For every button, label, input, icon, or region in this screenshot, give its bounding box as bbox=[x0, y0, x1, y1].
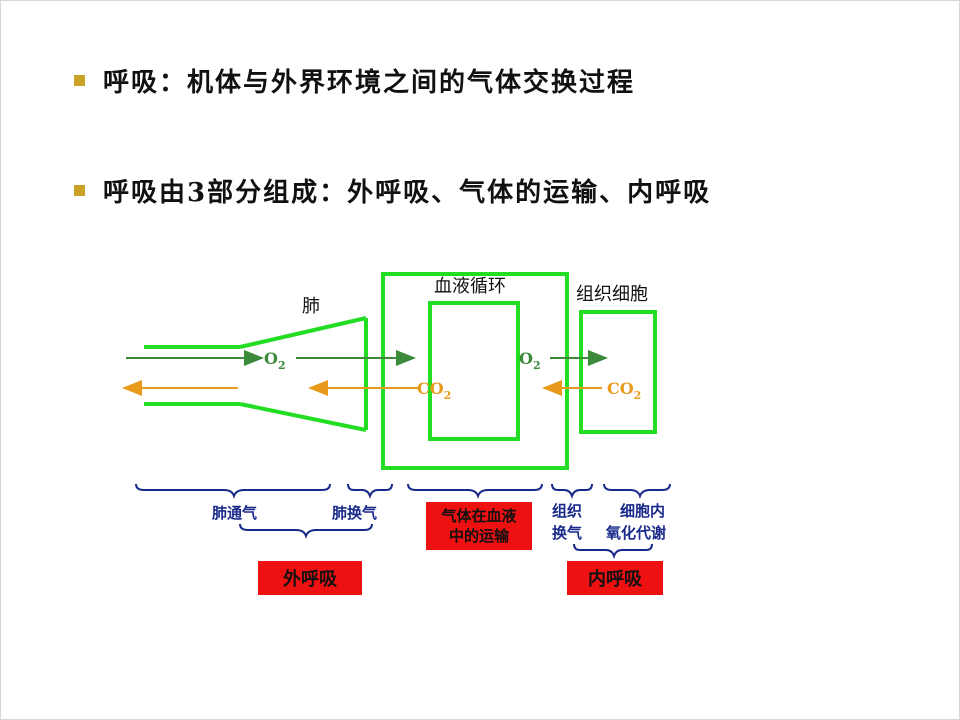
brace-blood-transport bbox=[407, 483, 543, 500]
co2-label-tissue: CO2 bbox=[607, 379, 641, 402]
bullet-marker bbox=[74, 185, 85, 196]
external-respiration-label: 外呼吸 bbox=[283, 569, 337, 590]
lung-gas-exchange-label: 肺换气 bbox=[332, 504, 377, 522]
o2-label-lung: O2 bbox=[264, 349, 286, 372]
brace-tissue-exchange bbox=[551, 483, 593, 500]
tissue-exchange-label-line2: 换气 bbox=[552, 524, 582, 542]
bullet-text: 呼吸：机体与外界环境之间的气体交换过程 bbox=[103, 68, 636, 98]
internal-respiration-label: 内呼吸 bbox=[588, 569, 642, 590]
tissue-cell-box bbox=[579, 310, 657, 434]
tissue-exchange-label-line1: 组织 bbox=[552, 502, 582, 520]
o2-label-blood: O2 bbox=[519, 349, 541, 372]
pulmonary-ventilation-label: 肺通气 bbox=[212, 504, 257, 522]
brace-cell-oxidation bbox=[603, 483, 671, 500]
brace-internal-respiration bbox=[573, 543, 653, 560]
cell-oxidation-label-line2: 氧化代谢 bbox=[605, 524, 666, 542]
blood-circulation-outer-box bbox=[381, 272, 569, 470]
lung-label: 肺 bbox=[302, 296, 320, 317]
co2-label-blood: CO2 bbox=[417, 379, 451, 402]
tissue-cell-label: 组织细胞 bbox=[576, 284, 648, 305]
cell-oxidation-label-line1: 细胞内 bbox=[620, 502, 665, 520]
bullet-marker bbox=[74, 75, 85, 86]
blood-transport-box: 气体在血液 中的运输 bbox=[426, 502, 532, 550]
blood-circulation-inner-box bbox=[428, 301, 520, 441]
bullet-item-definition: 呼吸：机体与外界环境之间的气体交换过程 bbox=[74, 62, 635, 99]
brace-lung-gas-exchange bbox=[347, 483, 393, 500]
lung-lower-wall bbox=[239, 402, 367, 432]
lung-shape bbox=[144, 316, 368, 432]
brace-pulmonary-ventilation bbox=[135, 483, 331, 500]
external-respiration-box: 外呼吸 bbox=[258, 561, 362, 595]
lung-upper-wall bbox=[239, 316, 367, 349]
blood-circulation-label: 血液循环 bbox=[434, 276, 506, 297]
bullet-text: 呼吸由3部分组成：外呼吸、气体的运输、内呼吸 bbox=[103, 178, 712, 208]
blood-transport-line1: 气体在血液 bbox=[441, 507, 517, 525]
blood-transport-line2: 中的运输 bbox=[448, 527, 509, 545]
bullet-item-components: 呼吸由3部分组成：外呼吸、气体的运输、内呼吸 bbox=[74, 172, 711, 209]
brace-external-respiration bbox=[239, 523, 373, 540]
internal-respiration-box: 内呼吸 bbox=[567, 561, 663, 595]
